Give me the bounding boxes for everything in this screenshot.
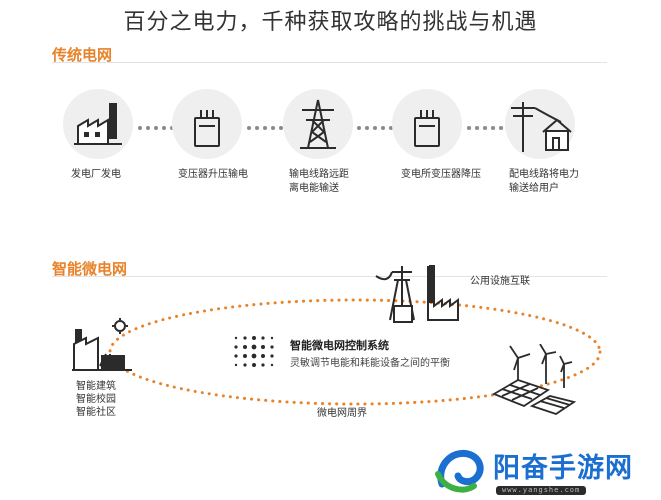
watermark-brand: 阳奋手游网 bbox=[493, 453, 633, 484]
public-grid-label: 公用设施互联 bbox=[470, 276, 530, 287]
transformer-icon bbox=[179, 96, 235, 156]
node-label-transmission: 输电线路远距 离电能输送 bbox=[289, 169, 349, 194]
control-system-description: 灵敏调节电能和耗能设备之间的平衡 bbox=[290, 358, 450, 369]
node-label-step-up: 变压器升压输电 bbox=[178, 169, 248, 180]
distribution-house-icon bbox=[505, 94, 575, 158]
microgrid-divider bbox=[52, 276, 607, 277]
power-plant-icon bbox=[70, 96, 126, 156]
node-circle-step-down bbox=[392, 89, 462, 159]
transformer-icon bbox=[399, 96, 455, 156]
microgrid-boundary-label: 微电网周界 bbox=[317, 408, 367, 419]
node-label-power-plant: 发电厂发电 bbox=[71, 169, 121, 180]
traditional-grid-title: 传统电网 bbox=[52, 46, 113, 64]
control-system-dot-grid-icon bbox=[232, 334, 276, 374]
node-label-step-down: 变电所变压器降压 bbox=[401, 169, 481, 180]
watermark-logo-icon bbox=[434, 446, 486, 498]
flow-dots-2 bbox=[247, 126, 283, 130]
control-system-title: 智能微电网控制系统 bbox=[290, 339, 389, 352]
smart-building-icon bbox=[70, 318, 134, 380]
flow-dots-3 bbox=[357, 126, 393, 130]
watermark-url: www.yangshe.com bbox=[496, 486, 587, 495]
traditional-divider bbox=[52, 62, 607, 63]
node-circle-step-up bbox=[172, 89, 242, 159]
renewable-energy-icon bbox=[488, 343, 580, 424]
microgrid-title: 智能微电网 bbox=[52, 260, 128, 278]
public-utility-icon bbox=[372, 262, 462, 330]
node-label-distribution: 配电线路将电力 输送给用户 bbox=[509, 169, 579, 194]
smart-buildings-label: 智能建筑 智能校园 智能社区 bbox=[76, 381, 116, 418]
flow-dots-4 bbox=[467, 126, 503, 130]
page-title: 百分之电力，千种获取攻略的挑战与机遇 bbox=[123, 10, 538, 35]
transmission-tower-icon bbox=[290, 96, 346, 156]
